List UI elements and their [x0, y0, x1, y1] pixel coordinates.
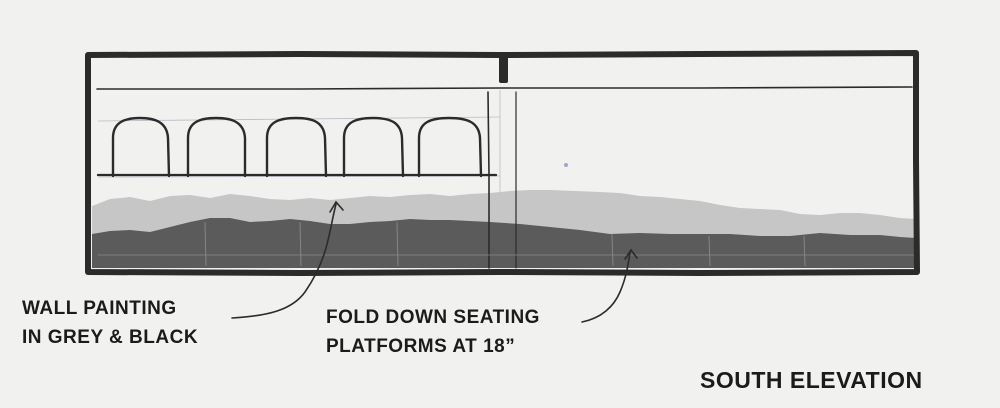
- arch-2: [186, 116, 247, 178]
- annotation-seating-line-2: PLATFORMS AT 18”: [326, 336, 516, 357]
- arch-5: [417, 116, 483, 178]
- leader-wall-painting: [231, 200, 344, 319]
- annotation-wall-painting-line-1: WALL PAINTING: [22, 298, 177, 319]
- arch-1: [111, 116, 171, 178]
- center-post: [499, 56, 508, 83]
- arch-4: [342, 116, 405, 178]
- arched-openings: [111, 116, 483, 178]
- annotation-seating-line-1: FOLD DOWN SEATING: [326, 307, 540, 328]
- annotation-wall-painting-line-2: IN GREY & BLACK: [22, 327, 199, 348]
- arch-3: [265, 116, 328, 178]
- inner-lines: [96, 86, 917, 269]
- drawing-title: SOUTH ELEVATION: [700, 367, 923, 393]
- leader-seating-platforms: [581, 248, 638, 323]
- platform-divisions: [204, 221, 806, 267]
- ink-mark: [564, 163, 568, 167]
- elevation-frame: [85, 50, 920, 276]
